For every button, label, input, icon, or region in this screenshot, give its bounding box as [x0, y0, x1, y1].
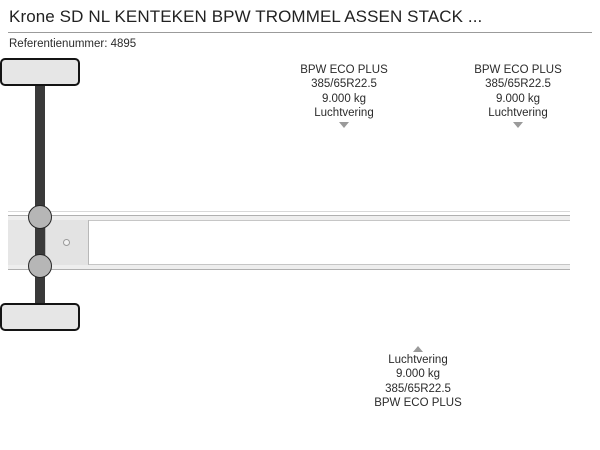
axle-label-line-tiresize: 385/65R22.5: [485, 78, 551, 91]
tire-top: [0, 58, 80, 86]
axle-label-line-tiresize: 385/65R22.5: [385, 382, 451, 395]
axle-assembly-2: [0, 55, 80, 450]
arrow-down-icon: [513, 121, 523, 128]
axle-label-line-suspension: Luchtvering: [314, 107, 374, 120]
tire-bottom: [0, 303, 80, 331]
chassis-frame: [8, 215, 570, 270]
axle-label-front: BPW ECO PLUS 385/65R22.5 9.000 kg Luchtv…: [254, 63, 434, 128]
hub-bottom: [28, 254, 52, 278]
kingpin-circle-icon: [63, 239, 70, 246]
axle-label-line-brand: BPW ECO PLUS: [300, 64, 388, 76]
axle-label-line-capacity: 9.000 kg: [495, 92, 541, 105]
axle-label-line-capacity: 9.000 kg: [395, 368, 441, 381]
chassis-rail-top: [8, 215, 570, 221]
axle-label-line-brand: BPW ECO PLUS: [474, 64, 562, 76]
arrow-down-icon: [339, 121, 349, 128]
trailer-side-view: [0, 55, 600, 450]
axle-label-line-suspension: Luchtvering: [388, 354, 448, 366]
axle-assembly-1: [304, 55, 384, 450]
chassis-hairline: [8, 211, 570, 212]
trailer-diagram: BPW ECO PLUS 385/65R22.5 9.000 kg Luchtv…: [0, 55, 600, 450]
chassis-rail-bottom: [8, 264, 570, 270]
axle-label-rear: BPW ECO PLUS 385/65R22.5 9.000 kg Luchtv…: [428, 63, 600, 128]
axle-label-middle: Luchtvering 9.000 kg 385/65R22.5 BPW ECO…: [328, 346, 508, 411]
hub-top: [28, 205, 52, 229]
reference-number: Referentienummer: 4895: [9, 38, 137, 50]
axle-label-line-capacity: 9.000 kg: [321, 92, 367, 105]
axle-label-line-tiresize: 385/65R22.5: [311, 78, 377, 91]
header-divider: [8, 32, 592, 33]
axle-label-line-suspension: Luchtvering: [488, 107, 548, 120]
arrow-up-icon: [413, 346, 423, 352]
page-title: Krone SD NL KENTEKEN BPW TROMMEL ASSEN S…: [9, 7, 483, 26]
axle-shaft: [35, 83, 45, 323]
axle-assembly-3: [0, 55, 80, 450]
axle-label-line-brand: BPW ECO PLUS: [374, 397, 462, 410]
